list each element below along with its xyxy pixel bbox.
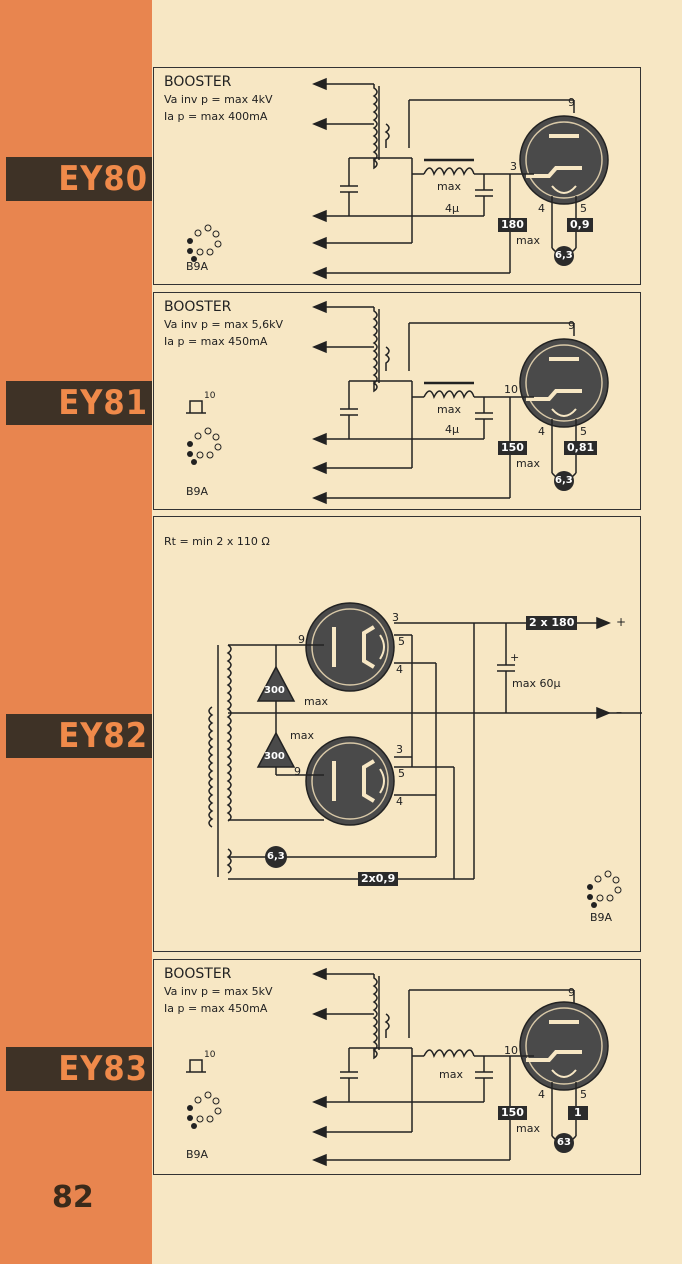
base-type: B9A <box>186 485 209 498</box>
tube-a-pin-5: 5 <box>398 635 405 648</box>
output-minus: – <box>616 705 622 719</box>
pin-h1: 4 <box>538 1088 545 1101</box>
output-plus: + <box>616 615 627 629</box>
heater-voltage: 6,3 <box>555 250 573 261</box>
resistor-label: 150 <box>498 1106 527 1120</box>
heater-voltage: 6,3 <box>267 851 285 862</box>
spec-voltage: Va inv p = max 5kV <box>164 985 273 998</box>
tube-b-pin-3: 3 <box>396 743 403 756</box>
panel-ey80: BOOSTER Va inv p = max 4kV Ia p = max 40… <box>153 67 641 285</box>
heater-current: 0,9 <box>567 218 593 232</box>
pin-anode: 9 <box>568 986 575 999</box>
base-type: B9A <box>590 911 613 924</box>
panel-ey81: BOOSTER Va inv p = max 5,6kV Ia p = max … <box>153 292 641 510</box>
cap-value: 4μ <box>445 423 459 436</box>
spec-current: Ia p = max 450mA <box>164 1002 268 1015</box>
tube-a-pin-3: 3 <box>392 611 399 624</box>
resistor-max: max <box>516 234 540 247</box>
pin-h2: 5 <box>580 1088 587 1101</box>
max-b: max <box>290 729 314 742</box>
rt-spec: Rt = min 2 x 110 Ω <box>164 535 270 548</box>
tube-b-pin-5: 5 <box>398 767 405 780</box>
resistor-label: 150 <box>498 441 527 455</box>
tube-title-ey80: EY80 <box>6 157 152 201</box>
cap-value: max 60μ <box>512 677 561 690</box>
base-type: B9A <box>186 260 209 273</box>
heater-current: 0,81 <box>564 441 598 455</box>
booster-title: BOOSTER <box>164 74 232 90</box>
tube-title-ey81: EY81 <box>6 381 152 425</box>
schematic-ey82 <box>208 602 642 908</box>
panel-ey83: BOOSTER Va inv p = max 5kV Ia p = max 45… <box>153 959 641 1175</box>
cap-value: 4μ <box>445 202 459 215</box>
pin-h1: 4 <box>538 202 545 215</box>
choke-max: max <box>437 180 461 193</box>
pin-h1: 4 <box>538 425 545 438</box>
output-resistor: 2 x 180 <box>526 616 578 630</box>
spec-current: Ia p = max 450mA <box>164 335 268 348</box>
heater-current: 1 <box>568 1106 588 1120</box>
tube-title-ey83: EY83 <box>6 1047 152 1091</box>
heater-current: 2x0,9 <box>358 872 399 886</box>
pin-anode: 9 <box>568 96 575 109</box>
pin-h2: 5 <box>580 425 587 438</box>
pin-cathode: 3 <box>510 160 517 173</box>
page-number: 82 <box>52 1180 94 1215</box>
spec-voltage: Va inv p = max 5,6kV <box>164 318 283 331</box>
pin-cathode: 10 <box>504 1044 518 1057</box>
base-type: B9A <box>186 1148 209 1161</box>
choke-max: max <box>437 403 461 416</box>
tube-b-pin-9: 9 <box>294 765 301 778</box>
pin-h2: 5 <box>580 202 587 215</box>
spec-current: Ia p = max 400mA <box>164 110 268 123</box>
pin-top-cap: 10 <box>204 1050 216 1060</box>
resistor-label: 180 <box>498 218 527 232</box>
schematic-ey80 <box>187 77 609 280</box>
tube-title-ey82: EY82 <box>6 714 152 758</box>
choke-max: max <box>439 1068 463 1081</box>
spec-voltage: Va inv p = max 4kV <box>164 93 273 106</box>
resistor-300a: 300 <box>264 685 285 696</box>
tube-b-pin-4: 4 <box>396 795 403 808</box>
pin-anode: 9 <box>568 319 575 332</box>
schematic-ey81 <box>186 300 609 505</box>
resistor-max: max <box>516 457 540 470</box>
heater-voltage: 63 <box>557 1137 571 1148</box>
tube-a-pin-4: 4 <box>396 663 403 676</box>
pin-cathode: 10 <box>504 383 518 396</box>
tube-a-pin-9: 9 <box>298 633 305 646</box>
heater-voltage: 6,3 <box>555 475 573 486</box>
pin-top-cap: 10 <box>204 391 216 401</box>
resistor-300b: 300 <box>264 751 285 762</box>
cap-plus: + <box>510 651 520 664</box>
booster-title: BOOSTER <box>164 966 232 982</box>
booster-title: BOOSTER <box>164 299 232 315</box>
panel-ey82: Rt = min 2 x 110 Ω 2 x 180 + – + max 60μ… <box>153 516 642 952</box>
resistor-max: max <box>516 1122 540 1135</box>
max-a: max <box>304 695 328 708</box>
